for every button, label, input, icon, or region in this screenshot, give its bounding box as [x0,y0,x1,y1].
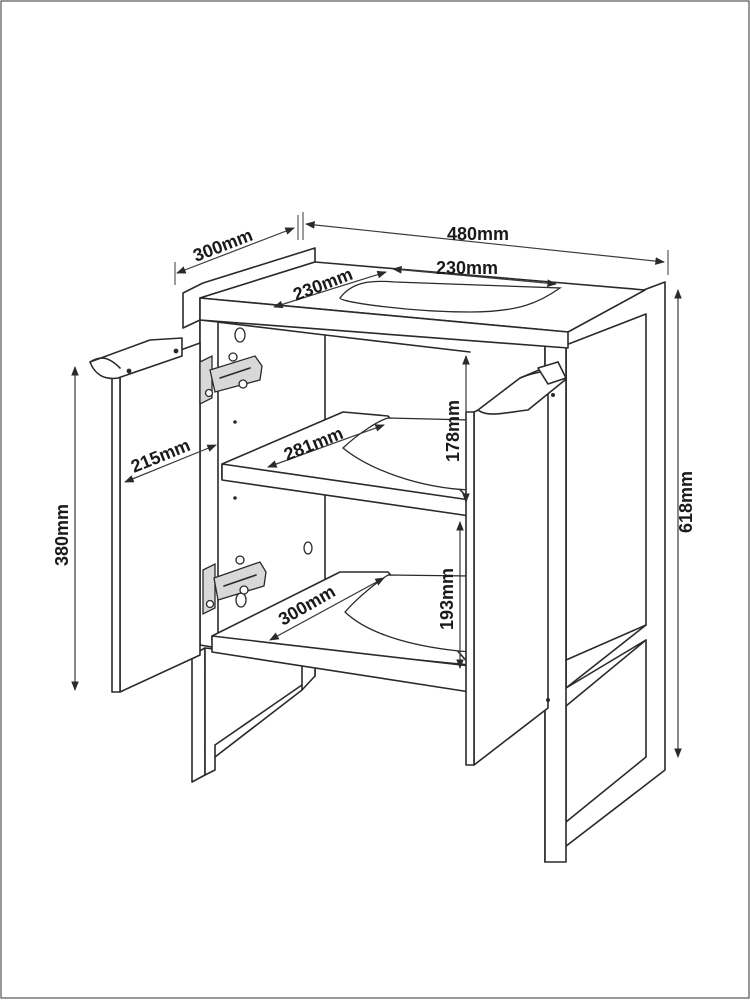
hinge-lower [202,555,267,616]
door-handle-left [89,337,183,380]
label-upper-compartment-height: 178mm [443,400,463,462]
hinge-upper [199,352,263,406]
dimension-lines [71,212,682,758]
label-cabinet-height: 380mm [52,504,72,566]
label-top-cutout-width: 230mm [436,258,498,278]
right-door [465,361,567,766]
label-width: 480mm [447,224,509,244]
label-lower-compartment-height: 193mm [437,568,457,630]
label-total-height: 618mm [676,471,696,533]
label-depth: 300mm [190,225,255,266]
door-handle-right [477,370,566,415]
left-door [89,337,201,693]
